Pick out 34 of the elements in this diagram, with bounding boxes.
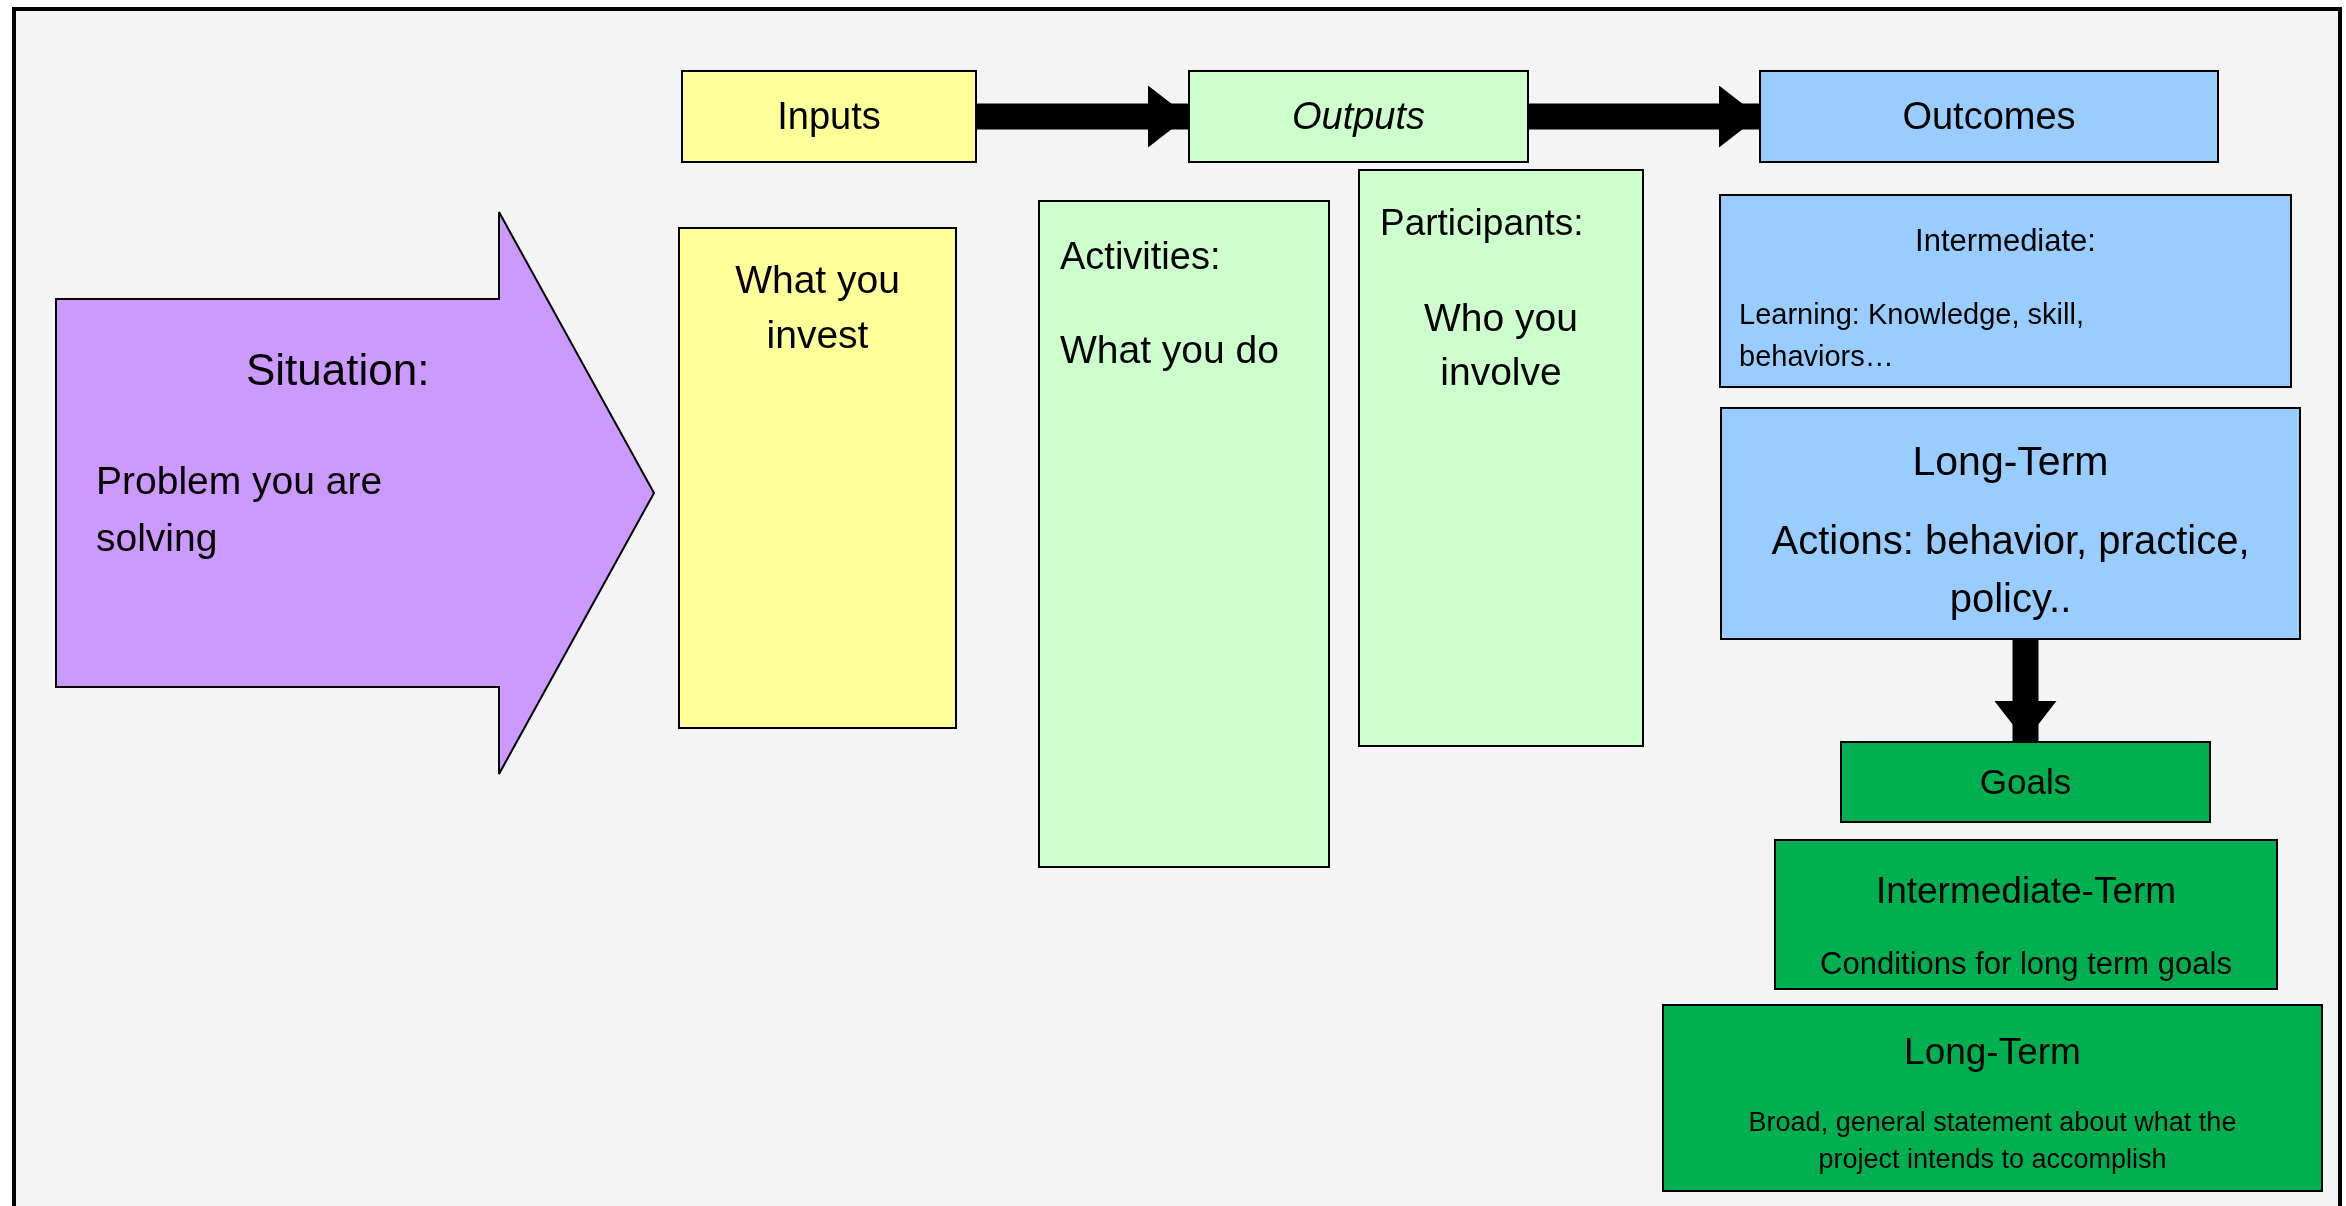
box-text: Outcomes — [1902, 94, 2076, 139]
outcomes-header — [1759, 70, 2219, 163]
box-heading: Activities: — [1060, 234, 1221, 279]
box-heading: Intermediate: — [1915, 222, 2096, 260]
long-term-outcome-box — [1720, 407, 2301, 640]
activities-box — [1038, 200, 1330, 868]
box-text: Broad, general statement about what the project intends to accomplish — [1747, 1105, 2238, 1177]
inputs-box — [678, 227, 957, 729]
goals-header — [1840, 741, 2211, 823]
outputs-header — [1188, 70, 1529, 163]
box-text: Inputs — [777, 94, 881, 139]
box-text: Problem you are solving — [96, 458, 384, 561]
block-arrow — [1529, 85, 1759, 148]
participants-box — [1358, 169, 1644, 747]
box-text: Conditions for long term goals — [1820, 944, 2232, 983]
box-heading: Long-Term — [1912, 437, 2109, 486]
intermediate-outcome-box — [1719, 194, 2292, 388]
box-text: What you invest — [734, 257, 901, 358]
box-text: Who you involve — [1423, 294, 1579, 396]
box-text: What you do — [1060, 327, 1279, 373]
block-arrow — [1994, 640, 2057, 741]
box-text: Outputs — [1291, 94, 1426, 139]
box-text: Actions: behavior, practice, policy.. — [1770, 516, 2251, 622]
box-heading: Situation: — [246, 344, 430, 396]
box-heading: Participants: — [1380, 201, 1584, 245]
situation-arrow — [55, 211, 655, 775]
intermediate-term-goal-box — [1774, 839, 2278, 990]
inputs-header — [681, 70, 977, 163]
block-arrow — [977, 85, 1188, 148]
box-text: Learning: Knowledge, skill, behaviors… — [1739, 296, 2085, 374]
long-term-goal-box — [1662, 1004, 2323, 1192]
box-heading: Long-Term — [1904, 1030, 2081, 1074]
box-text: Goals — [1979, 760, 2072, 803]
box-heading: Intermediate-Term — [1875, 869, 2177, 913]
